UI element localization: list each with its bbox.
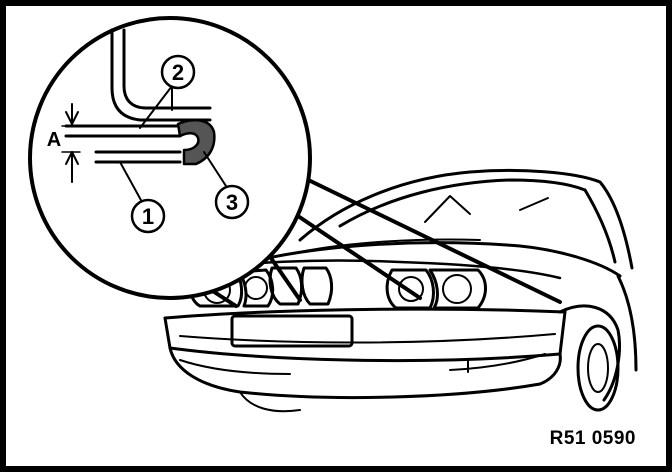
kidney-grille-left bbox=[268, 266, 304, 306]
callout-3-leader bbox=[203, 151, 227, 187]
detail-magnifier bbox=[28, 16, 312, 300]
dimension-label-a: A bbox=[47, 129, 61, 151]
callout-circle-2 bbox=[160, 54, 196, 90]
headlight-outer-right bbox=[428, 268, 487, 310]
callout-2-leader-a bbox=[139, 85, 173, 129]
car-roof bbox=[298, 168, 634, 270]
leader-line-4 bbox=[294, 172, 562, 304]
headlight-inner-right bbox=[385, 268, 435, 310]
license-plate bbox=[230, 314, 354, 348]
bumper-lower bbox=[168, 346, 562, 400]
callout-1-leader bbox=[119, 161, 143, 203]
callout-number-1: 1 bbox=[142, 204, 154, 229]
windshield-top bbox=[338, 178, 587, 228]
bumper-top bbox=[163, 307, 567, 320]
callout-circle-3 bbox=[214, 184, 250, 220]
kidney-grille-right bbox=[300, 266, 334, 306]
callout-circle-1 bbox=[130, 198, 166, 234]
bumper-face bbox=[163, 310, 567, 363]
figure-reference-code: R51 0590 bbox=[549, 428, 636, 449]
callout-number-3: 3 bbox=[226, 190, 238, 215]
front-wheel bbox=[576, 324, 620, 412]
leader-line-3 bbox=[290, 210, 422, 300]
body-panel bbox=[110, 28, 212, 122]
wheel-arch bbox=[558, 304, 621, 402]
callout-number-2: 2 bbox=[172, 60, 184, 85]
